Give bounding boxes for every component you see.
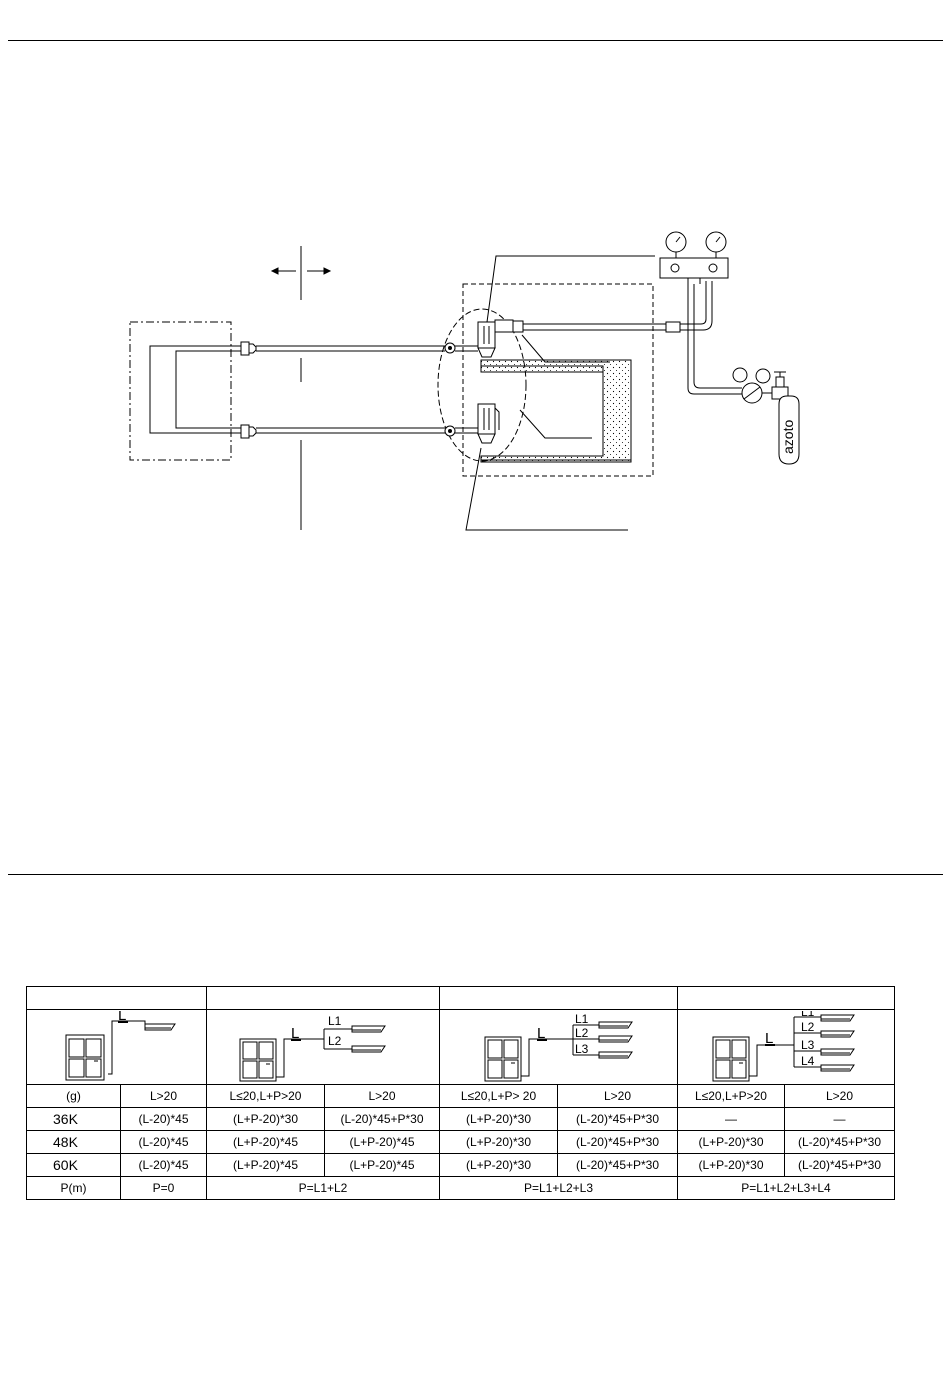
indoor-flare-bottom [240,424,257,439]
p-cell: P=L1+L2 [206,1176,440,1200]
header-cell [439,986,678,1010]
condition-cell: L≤20,L+P> 20 [439,1084,558,1108]
formula-cell: — [677,1107,785,1131]
table-row: 48K (L-20)*45 (L+P-20)*45 (L+P-20)*45 (L… [26,1130,895,1154]
model-cell: 36K [26,1107,121,1131]
pic-label: L [291,1025,299,1042]
header-cell [206,986,440,1010]
indoor-coil-outer [149,345,243,434]
manifold-gauge [659,231,729,284]
formula-cell: (L+P-20)*30 [677,1153,785,1177]
formula-cell: (L-20)*45+P*30 [557,1130,678,1154]
model-cell: 48K [26,1130,121,1154]
condition-cell: (g) [26,1084,121,1108]
formula-cell: (L+P-20)*30 [206,1107,325,1131]
p-cell: P=L1+L2+L3 [439,1176,678,1200]
leader-bottom-valve [465,447,628,531]
indoor-flare-top [240,341,257,356]
service-valve-top [477,319,524,358]
condition-cell: L>20 [784,1084,895,1108]
formula-cell: (L-20)*45 [120,1153,207,1177]
condition-cell: L≤20,L+P>20 [677,1084,785,1108]
pictogram-two: L L1 L2 [206,1009,440,1085]
formula-cell: (L+P-20)*45 [324,1130,440,1154]
formula-cell: (L+P-20)*30 [677,1130,785,1154]
condition-cell: L≤20,L+P>20 [206,1084,325,1108]
formula-cell: (L+P-20)*30 [439,1107,558,1131]
pic-label: L [765,1030,773,1047]
pictogram-four: L L1 L2 L3 L4 [677,1009,895,1085]
outdoor-unit-box [462,283,654,477]
leader-charge-port [521,334,610,363]
indoor-unit-box [129,321,232,461]
p-length-row: P(m) P=0 P=L1+L2 P=L1+L2+L3 P=L1+L2+L3+L… [26,1176,895,1200]
service-valve-bottom [477,403,500,444]
p-cell: P=L1+L2+L3+L4 [677,1176,895,1200]
formula-cell: — [784,1107,895,1131]
formula-cell: (L-20)*45+P*30 [784,1153,895,1177]
indoor-coil-inner [175,350,243,429]
pictogram-three: L L1 L2 L3 [439,1009,678,1085]
header-cell [677,986,895,1010]
formula-cell: (L-20)*45+P*30 [784,1130,895,1154]
pressure-regulator [732,367,789,404]
pic-label: L1 [575,1012,589,1026]
table-row: 36K (L-20)*45 (L+P-20)*30 (L-20)*45+P*30… [26,1107,895,1131]
formula-cell: (L+P-20)*45 [206,1130,325,1154]
pictogram-single: L [26,1009,207,1085]
formula-cell: (L-20)*45 [120,1130,207,1154]
formula-cell: (L+P-20)*45 [324,1153,440,1177]
model-cell: 60K [26,1153,121,1177]
pic-label: L [118,1011,126,1024]
middle-rule [8,874,943,875]
header-cell [26,986,207,1010]
top-rule [8,40,943,41]
formula-cell: (L-20)*45 [120,1107,207,1131]
pic-label: L1 [801,1011,815,1019]
formula-cell: (L+P-20)*30 [439,1153,558,1177]
formula-cell: (L-20)*45+P*30 [557,1107,678,1131]
condition-cell: L>20 [324,1084,440,1108]
p-label-cell: P(m) [26,1176,121,1200]
condition-cell: L>20 [557,1084,678,1108]
leader-coil [519,409,592,439]
pic-label: L2 [575,1026,589,1040]
formula-cell: (L+P-20)*45 [206,1153,325,1177]
tank-label: azoto [780,420,796,454]
outdoor-coil-insulation [480,359,632,463]
pic-label: L2 [328,1034,342,1048]
pic-label: L [537,1025,545,1042]
pic-label: L2 [801,1020,815,1034]
pic-label: L3 [575,1042,589,1056]
table-row: 60K (L-20)*45 (L+P-20)*45 (L+P-20)*45 (L… [26,1153,895,1177]
condition-cell: L>20 [120,1084,207,1108]
pic-label: L3 [801,1038,815,1052]
pic-label: L4 [801,1054,815,1068]
table-header-row [26,986,895,1010]
pressure-test-diagram: azoto [129,231,800,531]
leader-top-valve [486,255,655,323]
conditions-row: (g) L>20 L≤20,L+P>20 L>20 L≤20,L+P> 20 L… [26,1084,895,1108]
refrigerant-charge-table: L L L [26,986,895,1200]
formula-cell: (L-20)*45+P*30 [324,1107,440,1131]
formula-cell: (L-20)*45+P*30 [557,1153,678,1177]
formula-cell: (L+P-20)*30 [439,1130,558,1154]
pic-label: L1 [328,1014,342,1028]
pictogram-row: L L L [26,1009,895,1085]
nitrogen-tank [778,395,800,465]
p-cell: P=0 [120,1176,207,1200]
